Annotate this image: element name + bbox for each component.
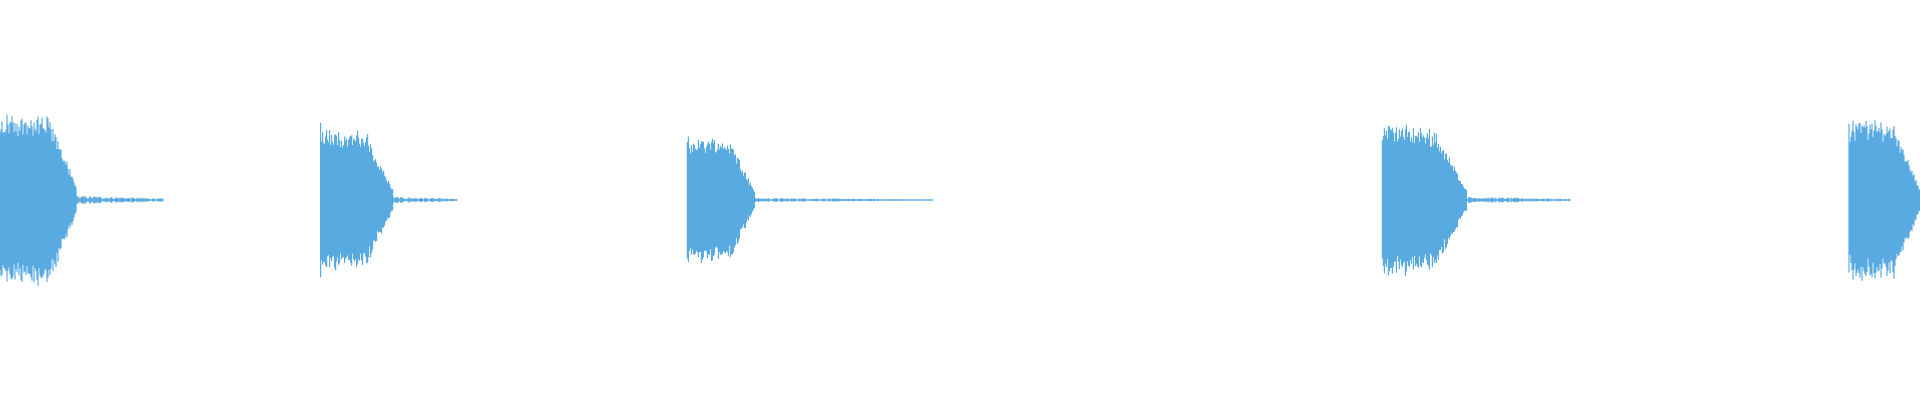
waveform-clip[interactable]: [0, 114, 164, 286]
waveform-clip[interactable]: [686, 136, 934, 264]
waveform-clip[interactable]: [1848, 120, 1920, 281]
waveform-clip-shape: [1848, 120, 1920, 281]
waveform-clip[interactable]: [320, 123, 458, 278]
waveform-clips: [0, 114, 1920, 286]
waveform-clip[interactable]: [1381, 124, 1571, 276]
